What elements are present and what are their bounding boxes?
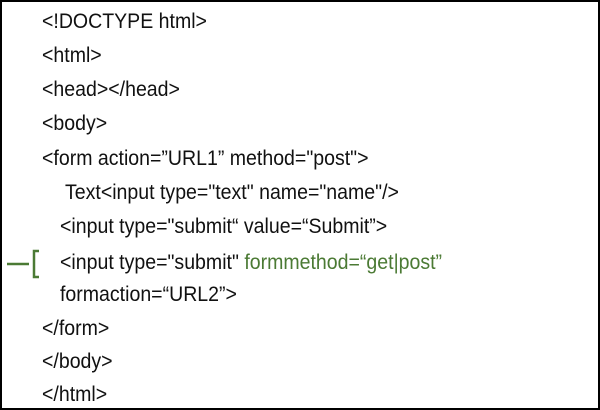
highlighted-attribute: formmethod=“get|post” (244, 251, 443, 274)
code-line-html-close: </html> (42, 383, 108, 406)
bracket-pointer-icon (7, 249, 39, 279)
code-line-head: <head></head> (42, 78, 180, 101)
code-line-body-open: <body> (42, 112, 108, 135)
code-line-html-open: <html> (42, 44, 102, 67)
code-line-form-open: <form action=”URL1” method="post"> (42, 147, 369, 170)
code-line-formmethod: <input type="submit" formmethod=“get|pos… (60, 246, 442, 280)
code-line-form-close: </form> (42, 317, 110, 340)
code-line-submit-input: <input type="submit“ value=“Submit”> (60, 215, 388, 238)
code-line-body-close: </body> (42, 350, 113, 373)
code-line-text-input: Text<input type="text" name="name"/> (65, 181, 399, 204)
code-line-formaction: formaction=“URL2”> (60, 283, 237, 306)
code-line-doctype: <!DOCTYPE html> (42, 10, 207, 33)
code-text: <input type="submit" (60, 251, 245, 274)
